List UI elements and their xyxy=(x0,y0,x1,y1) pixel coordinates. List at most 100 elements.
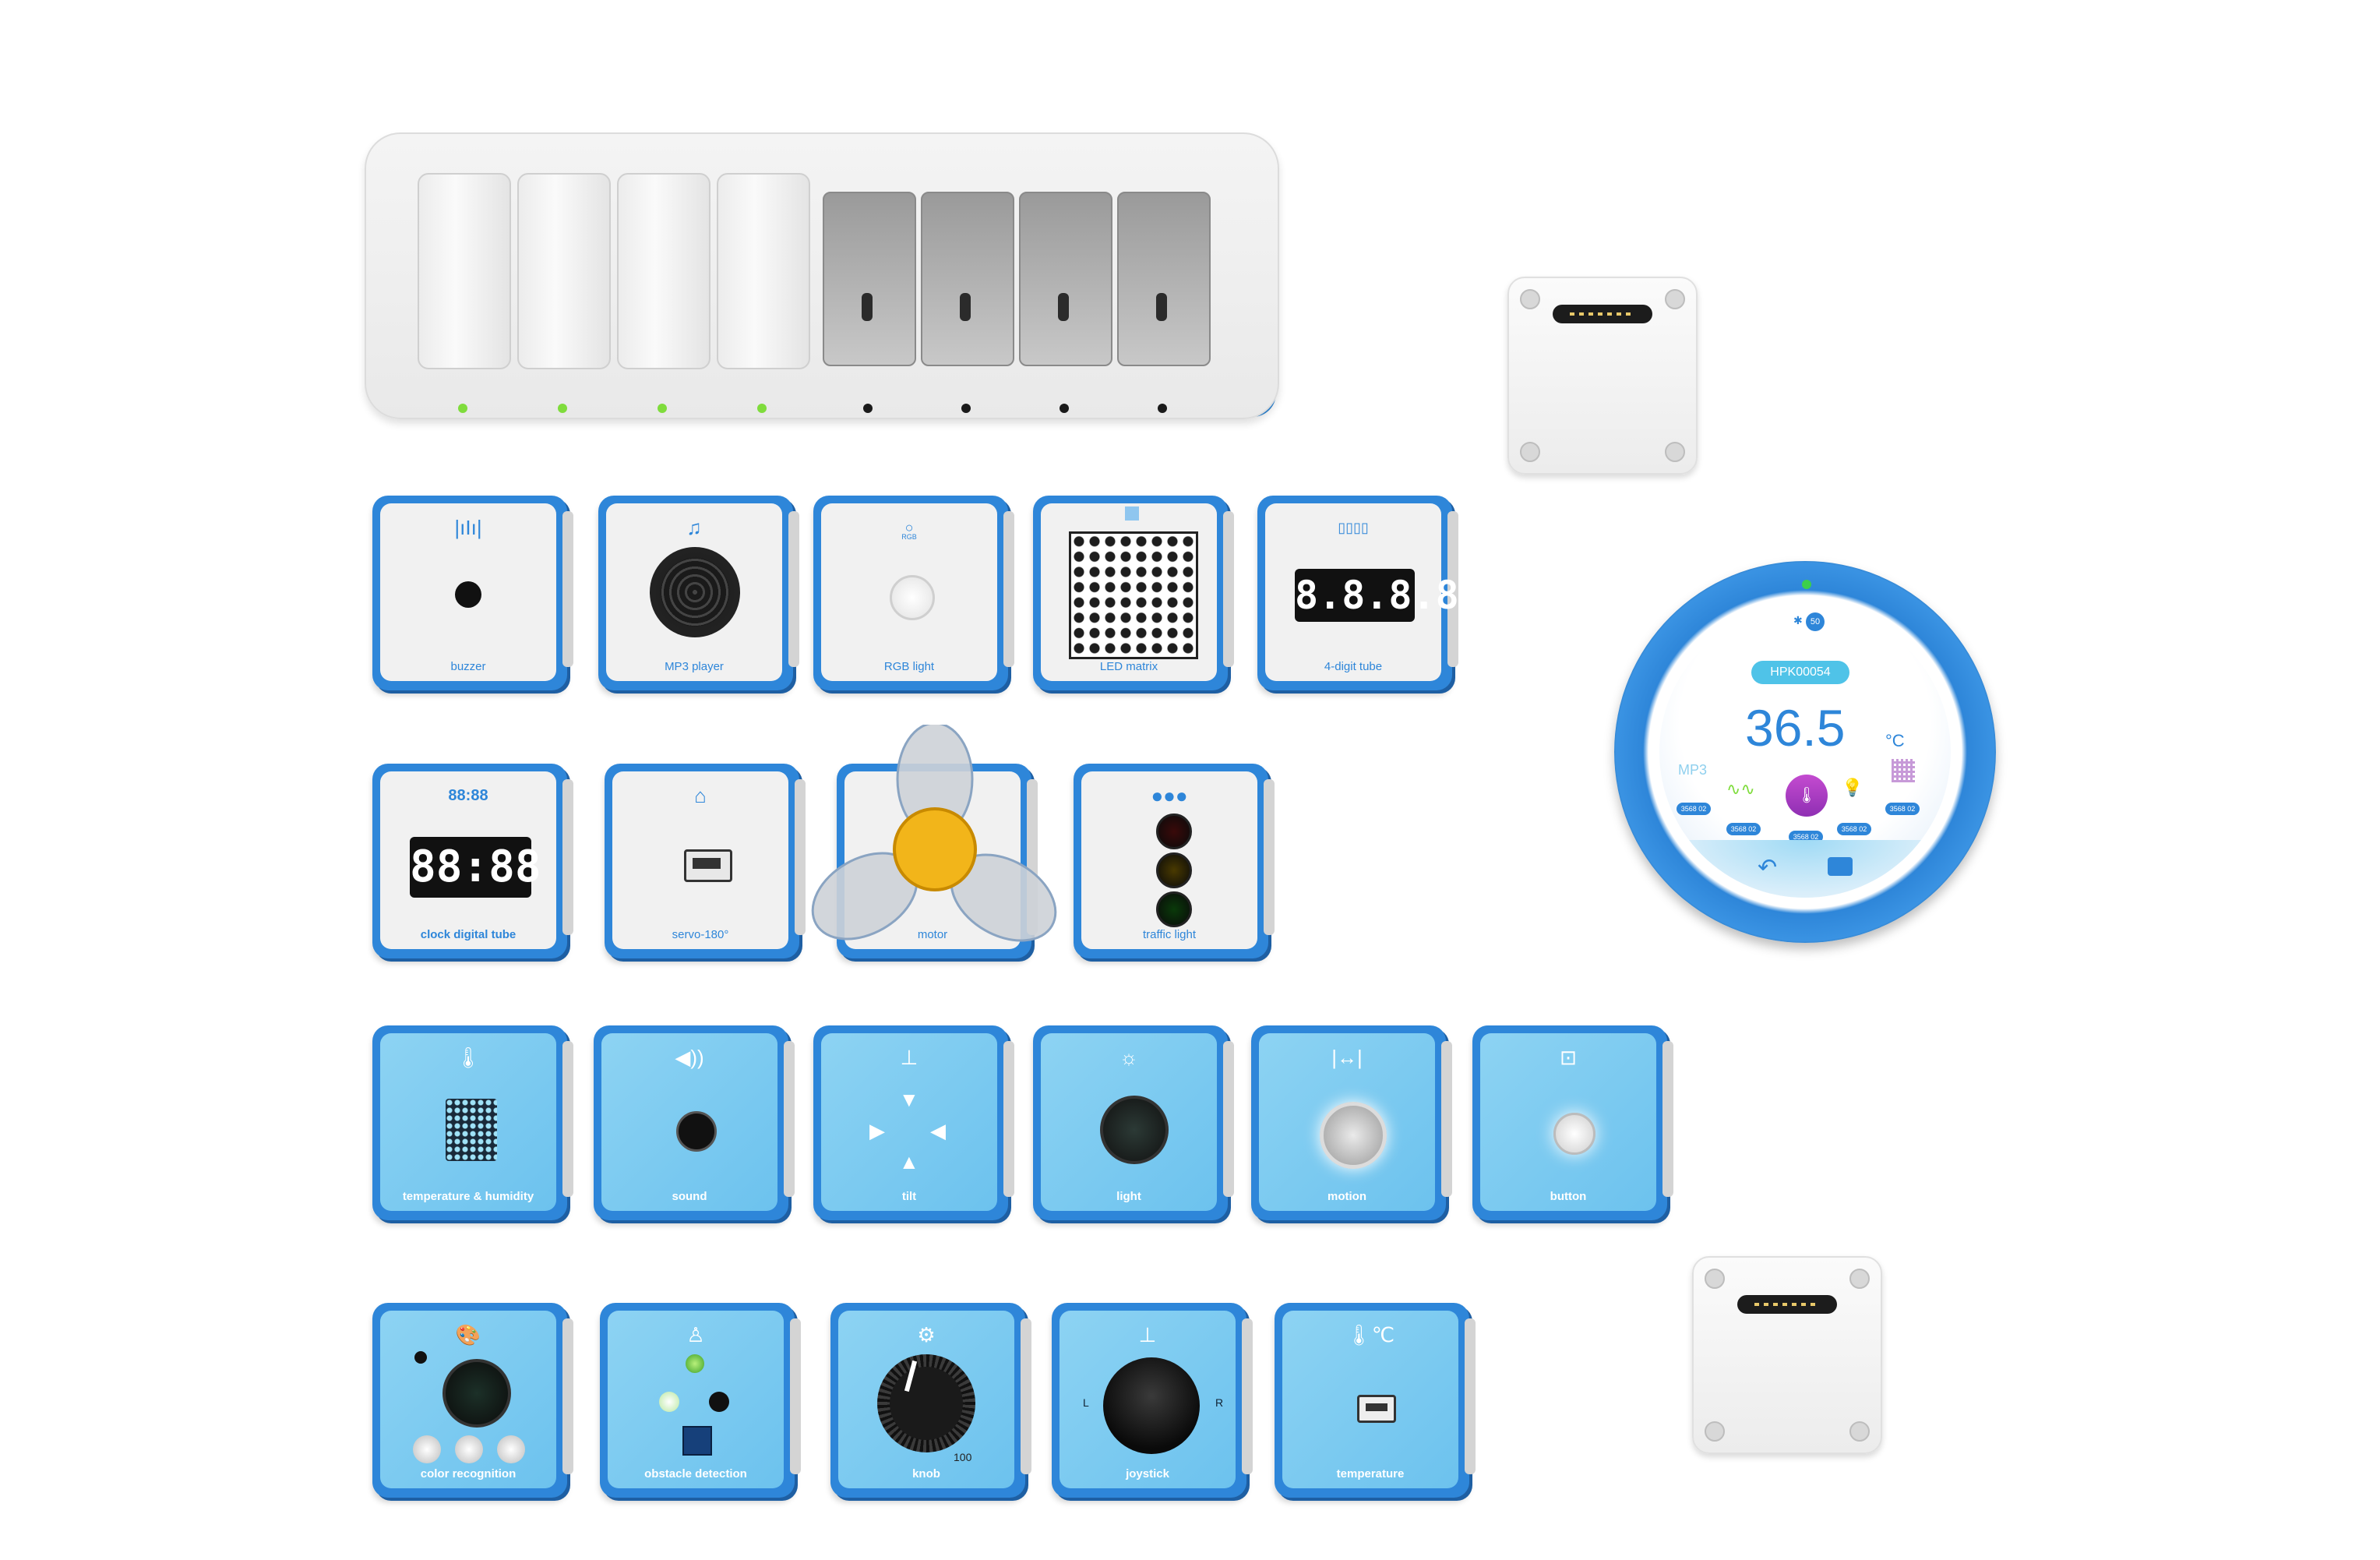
back-arrow-icon[interactable]: ↶ xyxy=(1758,855,1778,881)
obstacle-detection-module[interactable]: ♙ obstacle detection xyxy=(600,1303,801,1498)
module-label: tilt xyxy=(901,1190,917,1203)
module-label: color recognition xyxy=(420,1467,517,1481)
dock-slot-occupied[interactable] xyxy=(612,168,712,413)
hub-pin xyxy=(1705,1269,1725,1289)
tilt-arrow-up: ▼ xyxy=(899,1088,919,1111)
module-side xyxy=(795,779,806,935)
joystick-module[interactable]: ⊥ L R joystick xyxy=(1052,1303,1253,1498)
module-side xyxy=(562,1318,573,1474)
dock-slot-occupied[interactable] xyxy=(413,168,513,413)
led-matrix-module[interactable]: LED matrix xyxy=(1033,496,1234,690)
dock-slot-occupied[interactable] xyxy=(712,168,812,413)
light-sensor-module[interactable]: ☼ light xyxy=(1033,1025,1234,1220)
dock-slot-empty[interactable] xyxy=(818,168,918,413)
module-side xyxy=(1447,511,1458,667)
module-label: motor xyxy=(917,928,948,941)
push-button[interactable] xyxy=(1553,1113,1595,1155)
bluetooth-count-badge: 50 xyxy=(1806,612,1825,631)
4-digit-tube-module[interactable]: ▯▯▯▯ 8.8.8.8. 4-digit tube xyxy=(1257,496,1483,690)
servo-icon: ⌂ xyxy=(694,784,707,807)
button-module[interactable]: ⊡ button xyxy=(1472,1025,1673,1220)
module-label: temperature xyxy=(1336,1467,1405,1481)
dock-slot-empty[interactable] xyxy=(1014,168,1114,413)
ir-receiver xyxy=(709,1392,729,1412)
color-button[interactable] xyxy=(497,1435,525,1463)
thermometer-c-icon: 🌡℃ xyxy=(1345,1323,1395,1346)
device-id-pill[interactable]: HPK00054 xyxy=(1751,661,1849,684)
module-face: |ıIı| buzzer xyxy=(380,503,556,681)
dock-slot-empty[interactable] xyxy=(1112,168,1212,413)
dock-slot-occupied[interactable] xyxy=(513,168,612,413)
bluetooth-icon: ✱ xyxy=(1793,614,1803,626)
knob-icon: ⚙ xyxy=(917,1323,936,1346)
chip: 3568 02 xyxy=(1837,823,1871,835)
module-label: temperature & humidity xyxy=(402,1190,534,1203)
module-side xyxy=(790,1318,801,1474)
hub-module-top[interactable] xyxy=(1507,277,1698,475)
motion-sensor-module[interactable]: |↔| motion xyxy=(1251,1025,1452,1220)
tilt-sensor-module[interactable]: ⊥ ▼ ▶ ◀ ▲ tilt xyxy=(813,1025,1014,1220)
joystick-stick[interactable] xyxy=(1103,1357,1200,1454)
module-label: LED matrix xyxy=(1099,660,1158,673)
folder-icon[interactable] xyxy=(1828,857,1853,876)
knob-scale-max: 100 xyxy=(954,1451,972,1463)
traffic-light-module[interactable]: ●●● traffic light xyxy=(1074,764,1275,958)
servo-port xyxy=(684,849,732,882)
clock-digital-tube-module[interactable]: 88:88 88:88 clock digital tube xyxy=(372,764,573,958)
docked-module xyxy=(717,173,810,369)
module-side xyxy=(562,511,573,667)
bulb-icon: 💡 xyxy=(1842,778,1863,797)
temperature-probe-port xyxy=(1357,1395,1396,1423)
temperature-value: 36.5 xyxy=(1745,699,1846,757)
charge-led xyxy=(1060,404,1069,413)
motion-sensor-dome xyxy=(1320,1102,1387,1169)
rgb-light-module[interactable]: ○ RGB RGB light xyxy=(813,496,1014,690)
module-side xyxy=(1662,1041,1673,1197)
mp3-player-module[interactable]: ♫ MP3 player xyxy=(598,496,799,690)
usb-c-port xyxy=(960,293,971,321)
range-icon: |↔| xyxy=(1331,1046,1363,1069)
module-side xyxy=(562,1041,573,1197)
module-label: traffic light xyxy=(1142,928,1197,941)
color-button[interactable] xyxy=(455,1435,483,1463)
temperature-humidity-module[interactable]: 🌡 temperature & humidity xyxy=(372,1025,573,1220)
microphone xyxy=(676,1111,717,1152)
dock-slot-empty[interactable] xyxy=(916,168,1016,413)
module-face: ♫ MP3 player xyxy=(606,503,782,681)
charge-led xyxy=(863,404,873,413)
sound-wave-icon: ∿∿ xyxy=(1726,779,1755,799)
chip: 3568 02 xyxy=(1726,823,1761,835)
module-label: light xyxy=(1116,1190,1141,1203)
color-button[interactable] xyxy=(413,1435,441,1463)
hub-module-bottom[interactable] xyxy=(1692,1256,1882,1454)
module-face: ○ RGB RGB light xyxy=(821,503,997,681)
color-recognition-module[interactable]: 🎨 color recognition xyxy=(372,1303,573,1498)
slot-pocket xyxy=(1019,192,1112,366)
module-label: 4-digit tube xyxy=(1324,660,1383,673)
digits-icon: ▯▯▯▯ xyxy=(1338,520,1369,535)
charge-led xyxy=(961,404,971,413)
chip: 3568 02 xyxy=(1677,803,1711,815)
charging-dock xyxy=(365,132,1279,419)
tilt-arrow-right: ◀ xyxy=(930,1119,946,1142)
ir-emitter xyxy=(659,1392,679,1412)
thermometer-c-icon[interactable]: 🌡 xyxy=(1786,775,1828,817)
chip: 3568 02 xyxy=(1885,803,1920,815)
module-face: ♙ obstacle detection xyxy=(608,1311,784,1488)
display-screen[interactable]: ✱ 50 HPK00054 36.5 °C MP3 ∿∿ 🌡 💡 3568 02… xyxy=(1659,606,1951,898)
matrix-icon xyxy=(1892,759,1915,782)
module-face: ●●● traffic light xyxy=(1081,771,1257,949)
hub-pin xyxy=(1705,1421,1725,1442)
buzzer-module[interactable]: |ıIı| buzzer xyxy=(372,496,573,690)
light-sensor-icon: ☼ xyxy=(1119,1046,1138,1069)
servo-module[interactable]: ⌂ servo-180° xyxy=(605,764,806,958)
sound-sensor-module[interactable]: ◀)) sound xyxy=(594,1025,795,1220)
fan-icon[interactable] xyxy=(810,722,1060,974)
rotary-knob[interactable] xyxy=(877,1354,975,1452)
buzzer-hole xyxy=(455,581,481,608)
temperature-sensor-module[interactable]: 🌡℃ temperature xyxy=(1275,1303,1476,1498)
module-side xyxy=(1264,779,1275,935)
module-label: sound xyxy=(672,1190,707,1203)
knob-module[interactable]: ⚙ 100 knob xyxy=(830,1303,1031,1498)
tilt-icon: ⊥ xyxy=(900,1046,919,1069)
